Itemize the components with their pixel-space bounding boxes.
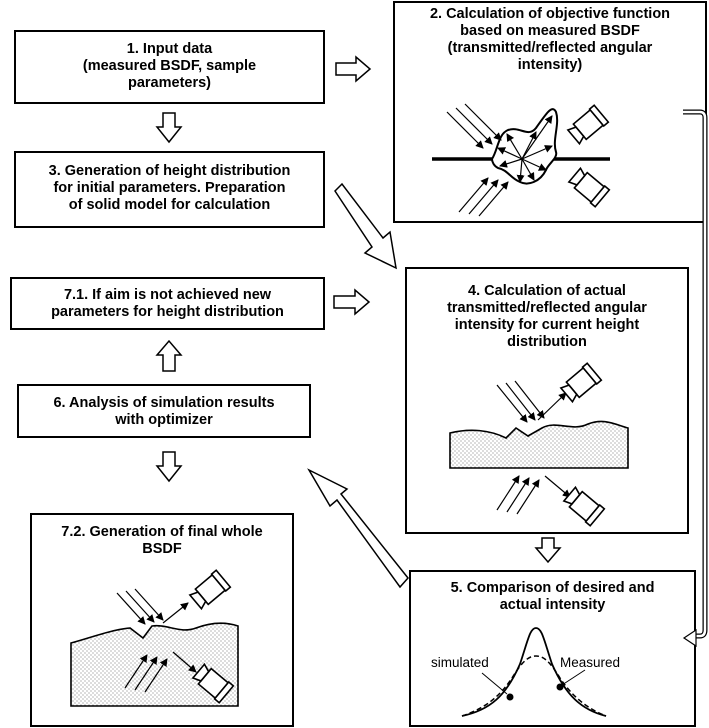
box-step4 xyxy=(405,267,689,534)
step72-text: 7.2. Generation of final whole BSDF xyxy=(31,524,293,558)
box-step1 xyxy=(14,30,325,104)
step2-line-4: intensity) xyxy=(517,57,583,73)
box-step3 xyxy=(14,151,325,228)
block-arrow-up-6-71 xyxy=(155,339,183,372)
step3-text: 3. Generation of height distribution for… xyxy=(15,163,324,214)
step4-line-3: intensity for current height xyxy=(454,317,640,333)
step2-illustration xyxy=(432,103,611,217)
step1-line-2: (measured BSDF, sample xyxy=(82,58,257,74)
step3-line-1: 3. Generation of height distribution xyxy=(48,163,291,179)
simulated-marker xyxy=(506,693,514,701)
step4-line-4: distribution xyxy=(507,334,587,350)
step2-text: 2. Calculation of objective function bas… xyxy=(394,6,706,74)
box-step5 xyxy=(409,570,696,727)
step1-text: 1. Input data (measured BSDF, sample par… xyxy=(15,41,324,92)
step1-line-1: 1. Input data xyxy=(126,41,213,57)
block-arrow-diagonal-5-6 xyxy=(307,468,409,589)
step72-illustration xyxy=(70,569,239,707)
step71-line-2: parameters for height distribution xyxy=(51,304,284,320)
step2-line-3: (transmitted/reflected angular xyxy=(447,40,653,56)
step6-line-2: with optimizer xyxy=(115,412,213,428)
step5-line-2: actual intensity xyxy=(499,597,606,613)
step4-text: 4. Calculation of actual transmitted/ref… xyxy=(406,283,688,351)
block-arrow-diagonal-3-4 xyxy=(334,182,397,270)
block-arrow-right-1-2 xyxy=(335,55,372,83)
bracket-arrow-2-5 xyxy=(682,109,708,648)
step72-line-1: 7.2. Generation of final whole xyxy=(61,524,263,540)
step4-line-1: 4. Calculation of actual xyxy=(468,283,626,299)
measured-curve xyxy=(461,627,607,717)
simulated-curve xyxy=(461,655,607,717)
block-arrow-down-6-72 xyxy=(155,451,183,483)
measured-label: Measured xyxy=(560,655,621,670)
simulated-label: simulated xyxy=(431,655,489,670)
step1-line-3: parameters) xyxy=(127,75,211,91)
step4-illustration xyxy=(449,362,629,527)
block-arrow-down-1-3 xyxy=(155,112,183,144)
step6-text: 6. Analysis of simulation results with o… xyxy=(18,395,310,429)
block-arrow-right-71-4 xyxy=(333,288,371,316)
box-step6 xyxy=(17,384,311,438)
box-step71 xyxy=(10,277,325,330)
measured-marker xyxy=(556,683,564,691)
step5-illustration xyxy=(461,627,607,717)
step3-line-2: for initial parameters. Preparation xyxy=(53,180,286,196)
step72-line-2: BSDF xyxy=(142,541,182,557)
step6-line-1: 6. Analysis of simulation results xyxy=(53,395,275,411)
step71-line-1: 7.1. If aim is not achieved new xyxy=(63,287,272,303)
step3-line-3: of solid model for calculation xyxy=(68,197,271,213)
step4-line-2: transmitted/reflected angular xyxy=(447,300,647,316)
step5-line-1: 5. Comparison of desired and xyxy=(450,580,655,596)
step5-text: 5. Comparison of desired and actual inte… xyxy=(410,580,695,614)
step2-line-1: 2. Calculation of objective function xyxy=(429,6,671,22)
step71-text: 7.1. If aim is not achieved new paramete… xyxy=(11,287,324,321)
block-arrow-down-4-5 xyxy=(534,537,562,564)
step2-line-2: based on measured BSDF xyxy=(460,23,640,39)
